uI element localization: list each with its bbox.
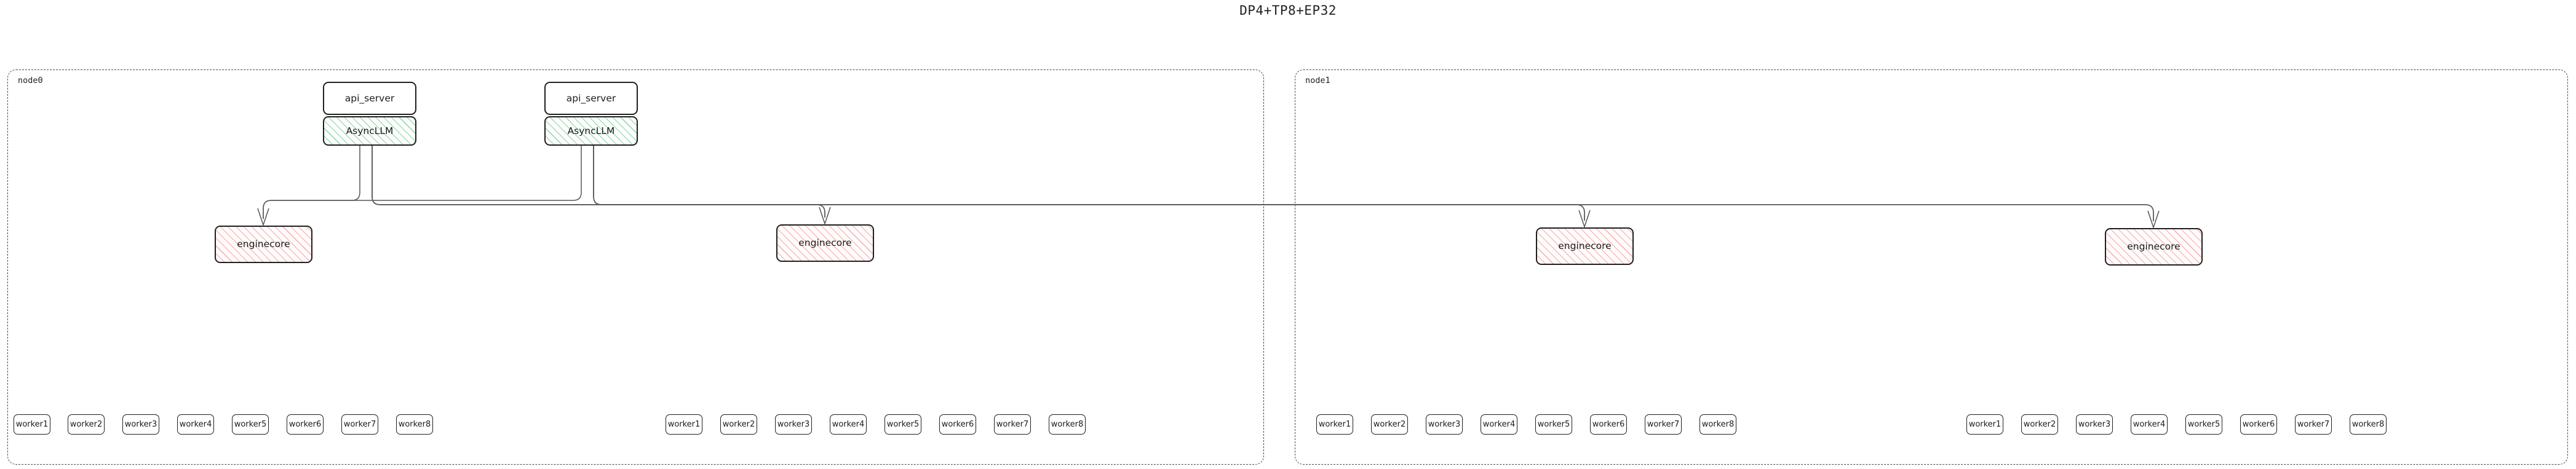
- worker-box-n0-e1-7[interactable]: worker7: [994, 414, 1031, 435]
- worker-box-n0-e1-6[interactable]: worker6: [939, 414, 976, 435]
- worker-box-n0-e0-8[interactable]: worker8: [396, 414, 433, 435]
- worker-box-n0-e1-2[interactable]: worker2: [720, 414, 757, 435]
- node-cluster-label-node0: node0: [18, 76, 43, 85]
- node-cluster-node0: node0: [7, 69, 1264, 465]
- worker-box-n1-e0-2[interactable]: worker2: [1371, 414, 1408, 435]
- worker-box-n1-e0-6[interactable]: worker6: [1590, 414, 1627, 435]
- worker-box-n0-e1-5[interactable]: worker5: [885, 414, 921, 435]
- worker-box-n1-e0-4[interactable]: worker4: [1481, 414, 1517, 435]
- worker-box-n0-e1-4[interactable]: worker4: [830, 414, 867, 435]
- worker-box-n1-e0-3[interactable]: worker3: [1426, 414, 1463, 435]
- worker-box-n0-e0-5[interactable]: worker5: [232, 414, 269, 435]
- worker-box-n0-e0-4[interactable]: worker4: [177, 414, 214, 435]
- page-title: DP4+TP8+EP32: [1239, 3, 1337, 18]
- enginecore-box-2[interactable]: enginecore: [1536, 227, 1634, 265]
- enginecore-box-0[interactable]: enginecore: [215, 226, 312, 263]
- worker-box-n1-e1-7[interactable]: worker7: [2295, 414, 2332, 435]
- worker-box-n1-e1-2[interactable]: worker2: [2021, 414, 2058, 435]
- worker-box-n1-e1-1[interactable]: worker1: [1966, 414, 2003, 435]
- worker-box-n1-e0-7[interactable]: worker7: [1645, 414, 1682, 435]
- worker-box-n1-e1-4[interactable]: worker4: [2131, 414, 2168, 435]
- worker-box-n1-e1-5[interactable]: worker5: [2185, 414, 2222, 435]
- worker-box-n1-e0-8[interactable]: worker8: [1699, 414, 1736, 435]
- worker-box-n1-e0-1[interactable]: worker1: [1316, 414, 1353, 435]
- enginecore-box-1[interactable]: enginecore: [776, 224, 874, 262]
- worker-box-n0-e0-3[interactable]: worker3: [122, 414, 159, 435]
- node-cluster-label-node1: node1: [1305, 76, 1330, 85]
- worker-box-n0-e0-1[interactable]: worker1: [14, 414, 50, 435]
- worker-box-n0-e0-6[interactable]: worker6: [287, 414, 324, 435]
- worker-box-n0-e0-2[interactable]: worker2: [68, 414, 105, 435]
- worker-box-n1-e1-3[interactable]: worker3: [2076, 414, 2113, 435]
- asyncllm-box-1[interactable]: AsyncLLM: [544, 116, 638, 146]
- worker-box-n0-e1-3[interactable]: worker3: [775, 414, 812, 435]
- enginecore-box-3[interactable]: enginecore: [2105, 228, 2203, 266]
- worker-box-n1-e1-6[interactable]: worker6: [2240, 414, 2277, 435]
- worker-box-n0-e0-7[interactable]: worker7: [341, 414, 378, 435]
- asyncllm-box-0[interactable]: AsyncLLM: [323, 116, 416, 146]
- api-server-box-1[interactable]: api_server: [544, 82, 638, 115]
- worker-box-n0-e1-8[interactable]: worker8: [1049, 414, 1086, 435]
- worker-box-n1-e1-8[interactable]: worker8: [2350, 414, 2387, 435]
- node-cluster-node1: node1: [1295, 69, 2568, 465]
- api-server-box-0[interactable]: api_server: [323, 82, 416, 115]
- worker-box-n1-e0-5[interactable]: worker5: [1535, 414, 1572, 435]
- worker-box-n0-e1-1[interactable]: worker1: [666, 414, 702, 435]
